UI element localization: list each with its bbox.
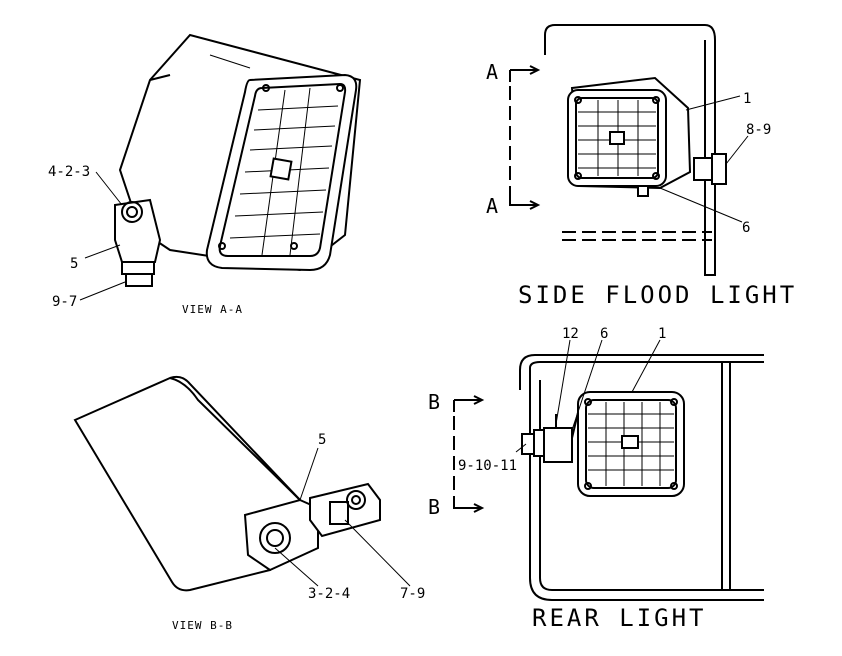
section-a-bottom: A <box>486 194 498 218</box>
view-bb-drawing <box>73 375 411 592</box>
side-flood-light-drawing <box>509 24 749 276</box>
callout-rear-9-10-11: 9-10-11 <box>458 458 517 474</box>
callout-bb-3-2-4: 3-2-4 <box>308 586 350 602</box>
callout-5: 5 <box>70 256 78 272</box>
section-b-top: B <box>428 390 440 414</box>
callout-4-2-3: 4-2-3 <box>48 164 90 180</box>
section-a-top: A <box>486 60 498 84</box>
callout-bb-5: 5 <box>318 432 326 448</box>
view-aa-drawing <box>79 33 362 301</box>
callout-rear-1: 1 <box>658 326 666 342</box>
callout-rear-12: 12 <box>562 326 579 342</box>
callout-side-6: 6 <box>742 220 750 236</box>
callout-bb-7-9: 7-9 <box>400 586 425 602</box>
side-flood-light-title: SIDE FLOOD LIGHT <box>518 281 797 309</box>
rear-light-title: REAR LIGHT <box>532 604 707 632</box>
view-bb-label: VIEW B-B <box>172 619 233 632</box>
callout-side-1: 1 <box>743 91 751 107</box>
rear-light-drawing <box>453 339 764 601</box>
view-aa-label: VIEW A-A <box>182 303 243 316</box>
callout-side-8-9: 8-9 <box>746 122 771 138</box>
section-b-bottom: B <box>428 495 440 519</box>
callout-rear-6: 6 <box>600 326 608 342</box>
callout-9-7: 9-7 <box>52 294 77 310</box>
